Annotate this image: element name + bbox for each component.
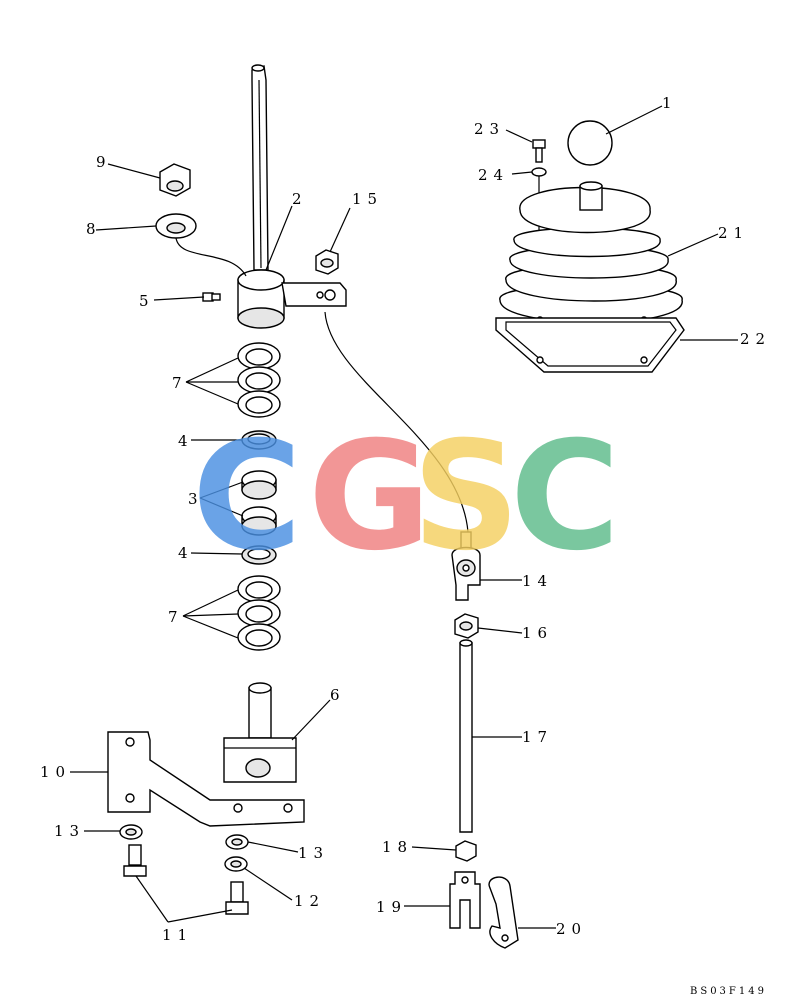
callout-2: 2 xyxy=(292,190,308,208)
washer-8 xyxy=(155,213,197,239)
callout-20: 20 xyxy=(556,920,587,938)
callout-7b: 7 xyxy=(168,608,184,626)
bolt-23 xyxy=(532,139,546,163)
document-id: BS03F149 xyxy=(690,986,767,997)
bolt-11-right xyxy=(225,881,249,915)
washer-13-left xyxy=(119,824,143,840)
svg-text:S: S xyxy=(412,410,520,584)
callout-22: 22 xyxy=(740,330,771,348)
callout-6: 6 xyxy=(330,686,346,704)
plate-22 xyxy=(495,317,685,373)
bracket-10 xyxy=(107,731,305,827)
svg-text:C: C xyxy=(192,410,302,584)
seal-4-upper xyxy=(241,430,277,450)
callout-18: 18 xyxy=(382,838,413,856)
callout-19: 19 xyxy=(376,898,407,916)
callout-11: 11 xyxy=(162,926,193,944)
callout-9: 9 xyxy=(96,153,112,171)
callout-4a: 4 xyxy=(178,432,194,450)
nut-16 xyxy=(454,613,479,639)
callout-10: 10 xyxy=(40,763,71,781)
boot-21 xyxy=(499,181,683,324)
nut-15 xyxy=(315,249,339,275)
callout-4b: 4 xyxy=(178,544,194,562)
callout-14: 14 xyxy=(522,572,553,590)
grease-fitting-5 xyxy=(202,292,221,302)
washer-stack-7-lower xyxy=(237,575,281,651)
rod-17 xyxy=(459,639,473,833)
nut-9 xyxy=(159,163,191,197)
callout-8: 8 xyxy=(86,220,102,238)
seal-4-lower xyxy=(241,545,277,565)
rod-end-14 xyxy=(451,531,481,601)
knob-1 xyxy=(567,120,613,166)
bolt-11-left xyxy=(123,844,147,877)
shift-lever xyxy=(237,64,347,329)
svg-text:G: G xyxy=(308,410,431,584)
callout-1: 1 xyxy=(662,94,678,112)
clip-20 xyxy=(488,876,519,949)
leader-lines xyxy=(70,105,738,929)
svg-text:C: C xyxy=(510,410,620,584)
callout-21: 21 xyxy=(718,224,749,242)
assembly-line-8 xyxy=(175,237,247,277)
callout-17: 17 xyxy=(522,728,553,746)
callout-24: 24 xyxy=(478,166,509,184)
callout-labels: 1 2 3 4 4 5 6 7 7 8 9 10 11 12 13 13 14 … xyxy=(40,94,771,944)
callout-12: 12 xyxy=(294,892,325,910)
callout-5: 5 xyxy=(139,292,155,310)
bushing-3-b xyxy=(241,506,277,536)
lock-washer-12 xyxy=(224,856,248,872)
bushing-3-a xyxy=(241,470,277,500)
washer-24 xyxy=(531,167,547,177)
callout-3: 3 xyxy=(188,490,204,508)
clevis-19 xyxy=(449,871,481,929)
callout-15: 15 xyxy=(352,190,383,208)
cgsc-watermark-logo: C G S C xyxy=(192,410,620,584)
callout-23: 23 xyxy=(474,120,505,138)
linkage-line xyxy=(324,311,469,533)
callout-13b: 13 xyxy=(298,844,329,862)
pivot-shaft-6 xyxy=(223,682,297,783)
washer-stack-7-upper xyxy=(237,342,281,418)
nut-18 xyxy=(455,840,477,862)
callout-13a: 13 xyxy=(54,822,85,840)
washer-13-right xyxy=(225,834,249,850)
callout-16: 16 xyxy=(522,624,553,642)
callout-7a: 7 xyxy=(172,374,188,392)
